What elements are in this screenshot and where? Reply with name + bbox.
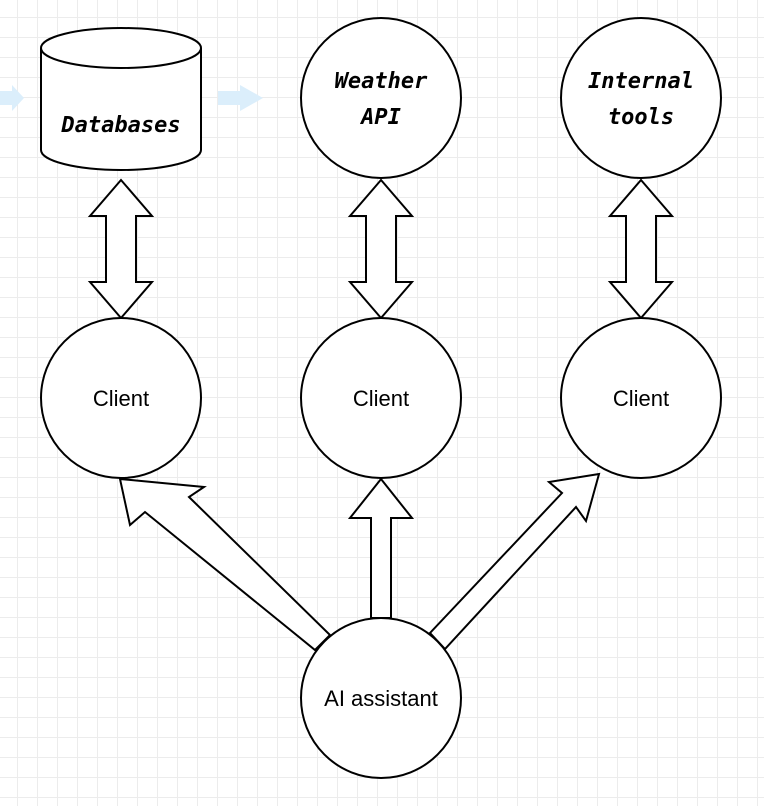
client-circle <box>40 317 202 479</box>
cylinder-shape <box>40 27 202 171</box>
client-node-1[interactable]: Client <box>40 317 202 479</box>
client-label: Client <box>353 386 409 411</box>
double-arrow-internal-tools-client[interactable] <box>607 178 675 320</box>
client-node-3[interactable]: Client <box>560 317 722 479</box>
internal-tools-circle <box>560 17 722 179</box>
weather-api-label-line2: API <box>359 105 401 130</box>
databases-node[interactable]: Databases <box>40 27 202 171</box>
client-circle <box>560 317 722 479</box>
internal-tools-node[interactable]: Internal tools <box>560 17 722 179</box>
weather-api-circle <box>300 17 462 179</box>
databases-label: Databases <box>60 113 180 138</box>
arrow-ai-to-client-3[interactable] <box>428 472 601 651</box>
double-arrow-weather-api-client[interactable] <box>347 178 415 320</box>
hover-hint-arrow-left[interactable] <box>0 85 24 111</box>
arrow-ai-to-client-2[interactable] <box>347 477 415 619</box>
weather-api-node[interactable]: Weather API <box>300 17 462 179</box>
client-node-2[interactable]: Client <box>300 317 462 479</box>
hover-hint-arrow-right[interactable] <box>218 85 263 111</box>
arrow-ai-to-client-1[interactable] <box>118 477 332 652</box>
ai-assistant-circle <box>300 617 462 779</box>
client-label: Client <box>93 386 149 411</box>
double-arrow-databases-client[interactable] <box>87 178 155 320</box>
ai-assistant-node[interactable]: AI assistant <box>300 617 462 779</box>
weather-api-label-line1: Weather <box>335 69 428 94</box>
client-label: Client <box>613 386 669 411</box>
internal-tools-label-line1: Internal <box>588 69 694 94</box>
ai-assistant-label: AI assistant <box>324 686 438 711</box>
cylinder-top-rim <box>40 47 202 69</box>
internal-tools-label-line2: tools <box>608 105 674 130</box>
